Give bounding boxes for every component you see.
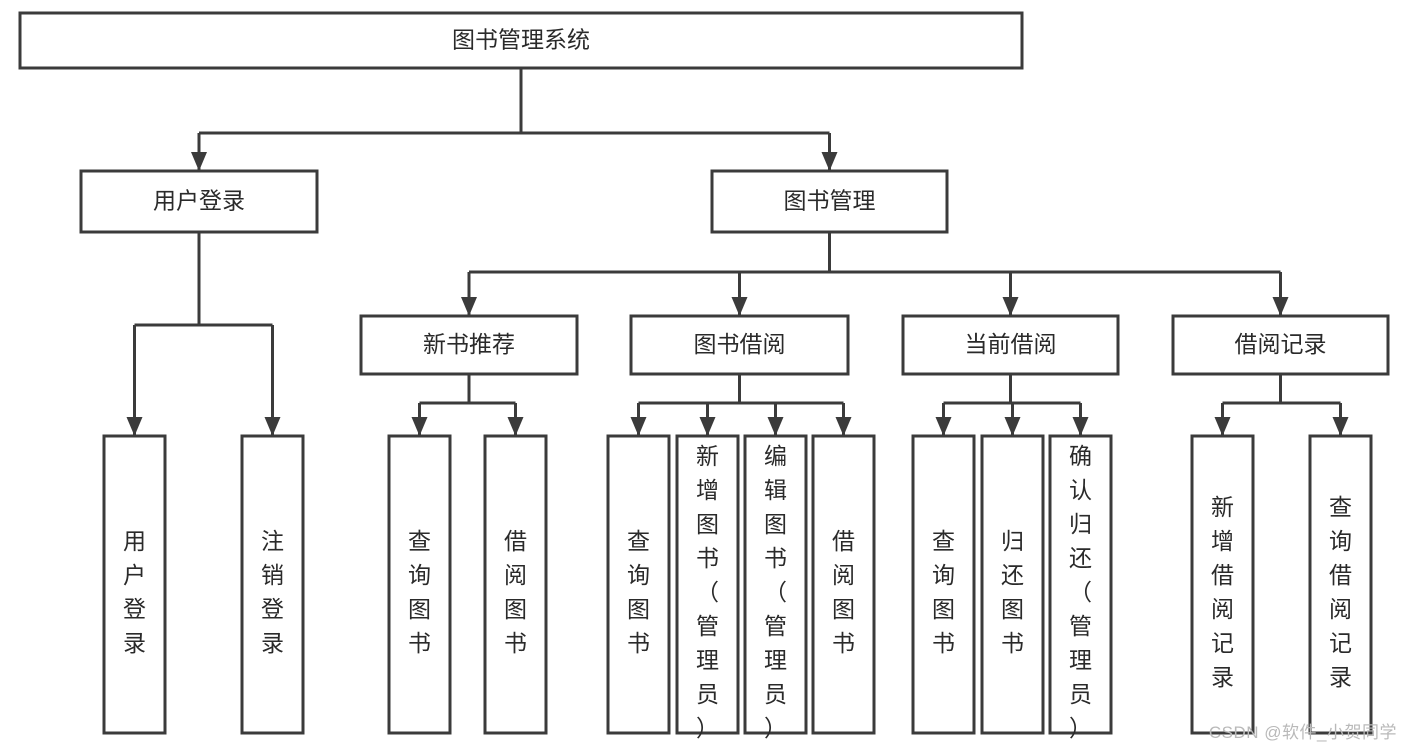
arrow-head-icon bbox=[731, 297, 748, 316]
node-label-leaf-add-book: 新增图书（管理员） bbox=[696, 443, 719, 741]
node-leaf-return-book[interactable]: 归还图书 bbox=[980, 434, 1045, 735]
node-leaf-edit-book[interactable]: 编辑图书（管理员） bbox=[743, 434, 808, 741]
node-book-borrow[interactable]: 图书借阅 bbox=[629, 314, 850, 376]
node-label-leaf-add-record: 新增借阅记录 bbox=[1211, 494, 1234, 690]
node-label-leaf-query-book-rec: 查询图书 bbox=[408, 528, 431, 656]
node-box-leaf-confirm-return[interactable] bbox=[1048, 434, 1113, 735]
arrow-head-icon bbox=[191, 152, 207, 171]
node-box-leaf-edit-book[interactable] bbox=[743, 434, 808, 735]
node-box-leaf-add-book[interactable] bbox=[675, 434, 740, 735]
node-label-new-book-rec: 新书推荐 bbox=[423, 331, 515, 357]
node-box-borrow-record[interactable] bbox=[1171, 314, 1390, 376]
arrow-head-icon bbox=[1332, 417, 1349, 436]
arrow-head-icon bbox=[461, 297, 477, 316]
node-box-new-book-rec[interactable] bbox=[359, 314, 579, 376]
node-leaf-user-login[interactable]: 用户登录 bbox=[102, 434, 167, 735]
node-box-leaf-borrow-book-bb[interactable] bbox=[811, 434, 876, 735]
node-current-borrow[interactable]: 当前借阅 bbox=[901, 314, 1120, 376]
node-label-leaf-logout: 注销登录 bbox=[261, 528, 284, 656]
node-box-root[interactable] bbox=[18, 11, 1024, 70]
node-label-leaf-borrow-book-bb: 借阅图书 bbox=[832, 528, 855, 656]
node-leaf-borrow-book-rec[interactable]: 借阅图书 bbox=[483, 434, 548, 735]
arrow-head-icon bbox=[1004, 417, 1021, 436]
arrow-head-icon bbox=[1072, 417, 1089, 436]
node-label-leaf-query-book-bb: 查询图书 bbox=[627, 528, 650, 656]
node-root[interactable]: 图书管理系统 bbox=[18, 11, 1024, 70]
node-label-borrow-record: 借阅记录 bbox=[1235, 331, 1327, 357]
node-leaf-query-record[interactable]: 查询借阅记录 bbox=[1308, 434, 1373, 735]
node-box-book-borrow[interactable] bbox=[629, 314, 850, 376]
node-box-leaf-query-book-cb[interactable] bbox=[911, 434, 976, 735]
node-box-user-login[interactable] bbox=[79, 169, 319, 234]
node-label-book-manage: 图书管理 bbox=[784, 188, 876, 214]
arrow-head-icon bbox=[835, 417, 852, 436]
node-box-leaf-query-record[interactable] bbox=[1308, 434, 1373, 735]
node-new-book-rec[interactable]: 新书推荐 bbox=[359, 314, 579, 376]
node-leaf-query-book-rec[interactable]: 查询图书 bbox=[387, 434, 452, 735]
arrow-head-icon bbox=[1002, 297, 1019, 316]
node-label-leaf-query-record: 查询借阅记录 bbox=[1329, 494, 1352, 690]
arrow-head-icon bbox=[507, 417, 524, 436]
node-box-leaf-query-book-rec[interactable] bbox=[387, 434, 452, 735]
node-box-leaf-query-book-bb[interactable] bbox=[606, 434, 671, 735]
arrow-head-icon bbox=[411, 417, 428, 436]
node-leaf-logout[interactable]: 注销登录 bbox=[240, 434, 305, 735]
arrow-head-icon bbox=[264, 417, 281, 436]
arrow-head-icon bbox=[630, 417, 647, 436]
node-label-leaf-return-book: 归还图书 bbox=[1001, 528, 1024, 656]
watermark-label: CSDN @软件_小贺同学 bbox=[1208, 723, 1397, 742]
node-box-leaf-user-login[interactable] bbox=[102, 434, 167, 735]
node-box-leaf-add-record[interactable] bbox=[1190, 434, 1255, 735]
connector-layer bbox=[126, 68, 1349, 436]
node-label-root: 图书管理系统 bbox=[452, 27, 590, 53]
node-leaf-add-record[interactable]: 新增借阅记录 bbox=[1190, 434, 1255, 735]
node-label-leaf-query-book-cb: 查询图书 bbox=[932, 528, 955, 656]
node-label-leaf-edit-book: 编辑图书（管理员） bbox=[764, 443, 787, 741]
node-user-login[interactable]: 用户登录 bbox=[79, 169, 319, 234]
node-label-user-login: 用户登录 bbox=[153, 188, 245, 214]
arrow-head-icon bbox=[699, 417, 716, 436]
arrow-head-icon bbox=[1214, 417, 1231, 436]
node-leaf-query-book-cb[interactable]: 查询图书 bbox=[911, 434, 976, 735]
arrow-head-icon bbox=[935, 417, 952, 436]
node-box-leaf-return-book[interactable] bbox=[980, 434, 1045, 735]
node-label-current-borrow: 当前借阅 bbox=[965, 331, 1057, 357]
node-label-leaf-confirm-return: 确认归还（管理员） bbox=[1069, 443, 1092, 741]
node-label-book-borrow: 图书借阅 bbox=[694, 331, 786, 357]
node-borrow-record[interactable]: 借阅记录 bbox=[1171, 314, 1390, 376]
arrow-head-icon bbox=[1272, 297, 1289, 316]
node-leaf-confirm-return[interactable]: 确认归还（管理员） bbox=[1048, 434, 1113, 741]
node-label-leaf-borrow-book-rec: 借阅图书 bbox=[504, 528, 527, 656]
arrow-head-icon bbox=[126, 417, 143, 436]
node-box-book-manage[interactable] bbox=[710, 169, 949, 234]
node-leaf-add-book[interactable]: 新增图书（管理员） bbox=[675, 434, 740, 741]
node-layer: 图书管理系统用户登录图书管理新书推荐图书借阅当前借阅借阅记录用户登录注销登录查询… bbox=[18, 11, 1390, 741]
node-label-leaf-user-login: 用户登录 bbox=[123, 528, 146, 656]
node-leaf-borrow-book-bb[interactable]: 借阅图书 bbox=[811, 434, 876, 735]
node-book-manage[interactable]: 图书管理 bbox=[710, 169, 949, 234]
node-leaf-query-book-bb[interactable]: 查询图书 bbox=[606, 434, 671, 735]
node-box-leaf-borrow-book-rec[interactable] bbox=[483, 434, 548, 735]
arrow-head-icon bbox=[821, 152, 838, 171]
node-box-leaf-logout[interactable] bbox=[240, 434, 305, 735]
arrow-head-icon bbox=[767, 417, 784, 436]
node-box-current-borrow[interactable] bbox=[901, 314, 1120, 376]
